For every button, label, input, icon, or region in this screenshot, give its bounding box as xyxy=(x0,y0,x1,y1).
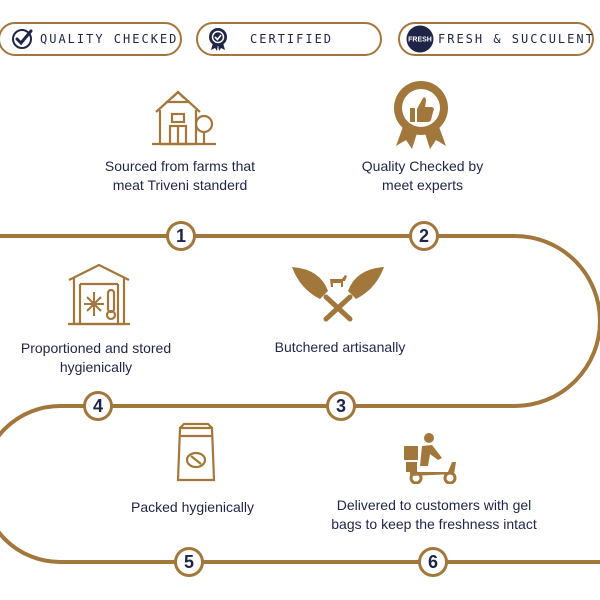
caption-line: Proportioned and stored xyxy=(20,340,172,356)
caption-line: Butchered artisanally xyxy=(274,339,406,355)
step-6-caption: Delivered to customers with gel bags to … xyxy=(306,496,562,534)
caption-line: Quality Checked by xyxy=(361,158,484,174)
farm-house-icon xyxy=(152,88,216,153)
badge-label: QUALITY CHECKED xyxy=(40,32,179,46)
fresh-badge-icon: FRESH xyxy=(406,25,434,53)
step-3-caption: Butchered artisanally xyxy=(240,338,440,357)
step-4-number: 4 xyxy=(83,391,113,421)
crossed-cleavers-goat-icon xyxy=(290,265,386,328)
cold-storage-icon xyxy=(66,262,132,331)
step-2-number: 2 xyxy=(409,221,439,251)
svg-text:FRESH: FRESH xyxy=(408,37,432,44)
caption-line: hygienically xyxy=(59,359,133,375)
step-3-number: 3 xyxy=(326,391,356,421)
caption-line: Delivered to customers with gel xyxy=(336,497,532,513)
step-5-number: 5 xyxy=(174,547,204,577)
badge-label: CERTIFIED xyxy=(250,32,334,46)
badge-label: FRESH & SUCCULENT xyxy=(438,32,595,46)
step-5-caption: Packed hygienically xyxy=(105,498,280,517)
certified-badge: CERTIFIED xyxy=(196,22,382,56)
delivery-scooter-icon xyxy=(402,432,460,489)
caption-line: meat Triveni standerd xyxy=(112,177,248,193)
quality-checked-badge: QUALITY CHECKED xyxy=(0,22,182,56)
caption-line: Packed hygienically xyxy=(131,499,254,515)
thumbs-up-badge-icon xyxy=(390,80,452,155)
fresh-succulent-badge: FRESH FRESH & SUCCULENT xyxy=(398,22,594,56)
caption-line: Sourced from farms that xyxy=(104,158,256,174)
step-6-number: 6 xyxy=(418,547,448,577)
step-2-caption: Quality Checked by meet experts xyxy=(330,157,515,195)
certified-seal-icon xyxy=(206,27,230,51)
caption-line: bags to keep the freshness intact xyxy=(331,516,537,532)
packed-bag-icon xyxy=(174,422,218,487)
step-1-number: 1 xyxy=(166,221,196,251)
step-1-caption: Sourced from farms that meat Triveni sta… xyxy=(80,157,280,195)
caption-line: meet experts xyxy=(382,177,463,193)
step-4-caption: Proportioned and stored hygienically xyxy=(0,339,192,377)
checkmark-circle-icon xyxy=(10,27,34,51)
